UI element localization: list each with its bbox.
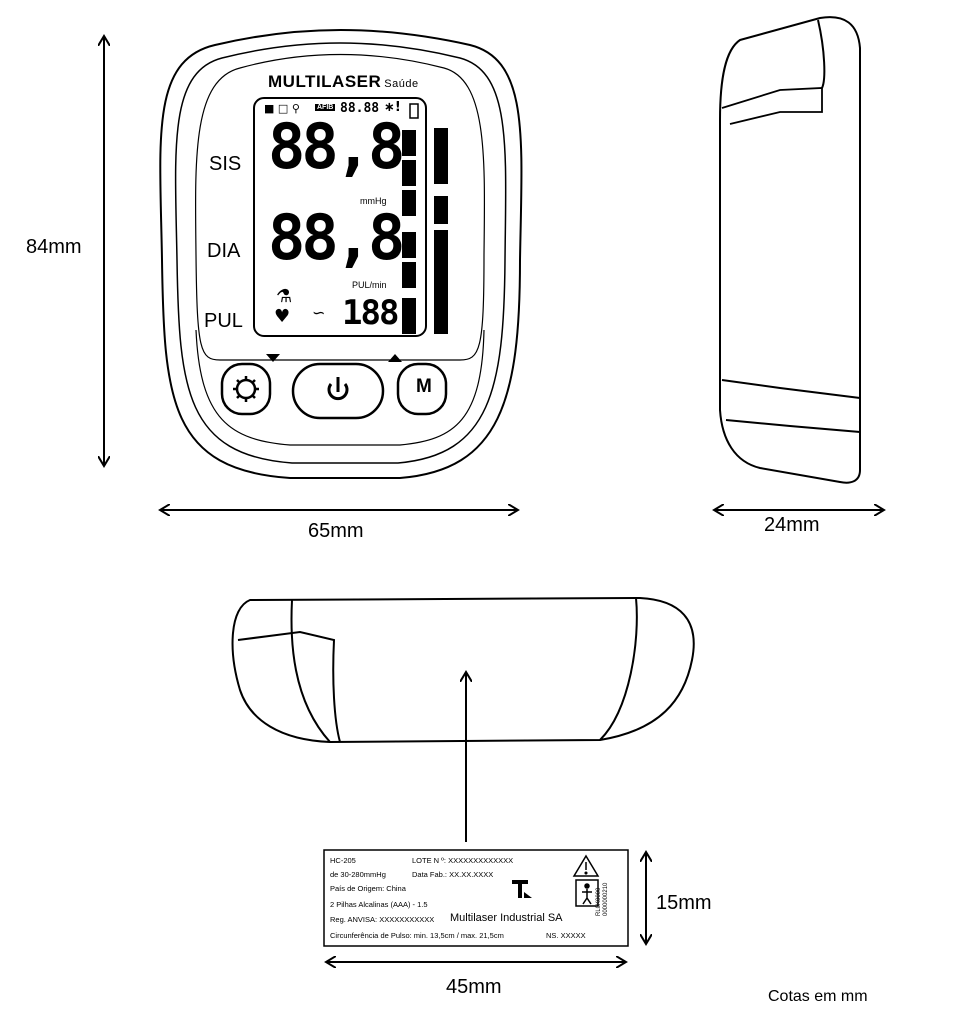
label-model: HC-205: [330, 856, 356, 865]
bottom-left-pocket: [237, 630, 341, 743]
heart-icon: ♥: [274, 306, 291, 327]
product-label-box: [323, 849, 629, 947]
height-dimension: 84mm: [26, 236, 82, 258]
battery-icon: [409, 103, 419, 119]
label-ns: NS. XXXXX: [546, 931, 586, 940]
front-view: [159, 29, 523, 479]
dia-value: 88,8: [268, 201, 405, 274]
front-button-band: [195, 329, 485, 446]
label-origin: País de Origem: China: [330, 884, 406, 893]
pul-value: 188: [342, 293, 399, 333]
footnote: Cotas em mm: [768, 988, 868, 1005]
lcd-top-value: 88.88: [340, 101, 380, 116]
label-company: Multilaser Industrial SA: [450, 912, 563, 924]
side-bottom-band-1: [721, 379, 861, 399]
lcd-bar-column-right: [434, 128, 448, 334]
side-outline: [719, 16, 861, 484]
gear-icon: [233, 376, 259, 402]
side-bottom-band-2: [725, 419, 861, 433]
label-batteries: 2 Pilhas Alcalinas (AAA) - 1.5: [330, 900, 428, 909]
applied-part-icon: [575, 879, 599, 907]
label-range: de 30-280mmHg: [330, 870, 386, 879]
label-height-dimension: 15mm: [656, 892, 712, 914]
depth-dimension: 24mm: [764, 514, 820, 536]
label-anvisa: Reg. ANVISA: XXXXXXXXXXX: [330, 915, 435, 924]
bluetooth-icon: ∗!: [384, 100, 401, 115]
width-dimension: 65mm: [308, 520, 364, 542]
label-lot: LOTE N º: XXXXXXXXXXXXX: [412, 856, 514, 865]
label-width-dimension: 45mm: [446, 976, 502, 998]
afib-badge: AFIB: [315, 104, 336, 111]
user2-icon: □: [277, 102, 289, 115]
bottom-outline: [231, 596, 695, 744]
front-buttons: [220, 362, 448, 420]
user-icon: ■: [264, 102, 275, 115]
label-cuff: Circunferência de Pulso: min. 13,5cm / m…: [330, 931, 504, 940]
inmetro-icon: [512, 880, 532, 898]
person-icon: ⚗: [276, 286, 293, 307]
brand-name: MULTILASER: [268, 72, 382, 91]
power-icon: [327, 377, 349, 401]
up-triangle-icon: [388, 354, 402, 362]
sys-label: SIS: [209, 153, 242, 175]
memory-button-outline: [396, 362, 448, 416]
lcd-bar-column-left: [402, 130, 416, 334]
down-triangle-icon: [266, 354, 280, 362]
lcd-status-icons: ■ □ ⚲: [264, 102, 300, 115]
set-button-outline: [220, 362, 272, 416]
search-icon: ⚲: [291, 102, 300, 115]
bottom-view: [231, 596, 695, 744]
bottom-right-segment: [599, 597, 638, 741]
side-view: [719, 16, 861, 484]
front-inner-body: [174, 42, 507, 464]
dia-label: DIA: [207, 240, 241, 262]
front-outer-body: [159, 29, 523, 479]
sys-value: 88,8: [268, 110, 405, 183]
lcd-screen: [253, 97, 427, 337]
side-top-edge: [817, 19, 826, 89]
power-button-outline: [291, 362, 385, 420]
warning-icon: [572, 854, 600, 877]
bottom-left-segment: [290, 599, 331, 743]
side-top-band: [721, 87, 823, 125]
unit-mmhg: mmHg: [360, 196, 387, 206]
front-face: [194, 53, 486, 361]
label-code-vertical: RL0K0000 0000000210: [596, 882, 609, 916]
unit-pulmin: PUL/min: [352, 280, 387, 290]
memory-button-label[interactable]: M: [416, 376, 432, 397]
wave-hand-icon: ∽: [312, 303, 326, 322]
label-date: Data Fab.: XX.XX.XXXX: [412, 870, 494, 879]
brand-sub: Saúde: [384, 78, 419, 90]
pul-label: PUL: [204, 310, 243, 332]
